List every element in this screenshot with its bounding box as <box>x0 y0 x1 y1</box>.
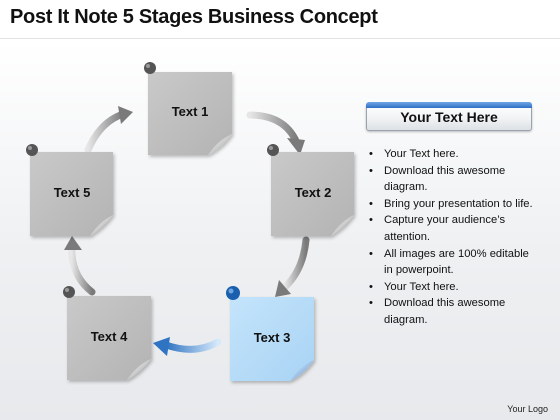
arrow-2-to-3 <box>281 236 310 291</box>
note-3-label: Text 3 <box>253 330 291 345</box>
note-2-label: Text 2 <box>294 185 332 200</box>
panel-heading: Your Text Here <box>400 109 498 125</box>
logo-text: Your Logo <box>507 404 548 414</box>
note-2 <box>271 152 354 236</box>
bullet-list: Your Text here. Download this awesome di… <box>366 146 538 329</box>
bullet-item: Download this awesome diagram. <box>366 163 538 196</box>
arrow-3-to-4 <box>162 338 222 353</box>
arrow-1-to-2-head <box>287 138 305 155</box>
heading-accent-bar <box>366 102 532 108</box>
pin-1 <box>144 62 156 74</box>
arrow-5-to-1-head <box>118 106 133 124</box>
bullet-item: All images are 100% editable in powerpoi… <box>366 246 538 279</box>
bullet-item: Bring your presentation to life. <box>366 196 538 213</box>
pin-4 <box>63 286 75 298</box>
bullet-item: Capture your audience’s attention. <box>366 212 538 245</box>
arrow-1-to-2 <box>246 111 301 147</box>
title-divider <box>0 38 560 39</box>
bullet-item: Your Text here. <box>366 279 538 296</box>
note-5 <box>30 152 113 236</box>
arrow-3-to-4-head <box>153 337 170 356</box>
pin-2 <box>267 144 279 156</box>
arrow-5-to-1 <box>84 110 127 154</box>
note-3 <box>230 297 314 381</box>
bullet-item: Your Text here. <box>366 146 538 163</box>
arrow-4-to-5-head <box>64 236 82 250</box>
note-4 <box>67 296 151 380</box>
note-1 <box>148 72 232 155</box>
arrow-2-to-3-head <box>275 280 291 297</box>
pin-5 <box>26 144 38 156</box>
note-1-label: Text 1 <box>171 104 209 119</box>
page-title: Post It Note 5 Stages Business Concept <box>10 6 378 28</box>
pin-3 <box>226 286 240 300</box>
note-5-label: Text 5 <box>53 185 91 200</box>
arrow-4-to-5 <box>68 241 96 296</box>
bullet-item: Download this awesome diagram. <box>366 295 538 328</box>
note-4-label: Text 4 <box>90 329 128 344</box>
